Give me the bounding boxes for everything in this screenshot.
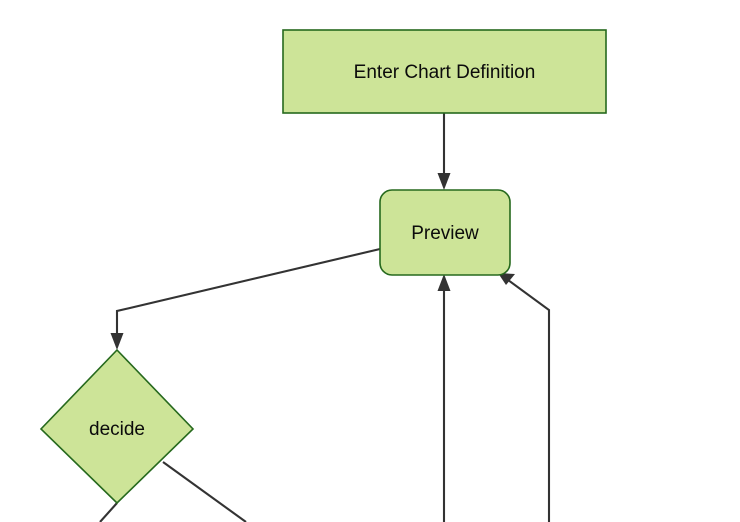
arrow-head-icon — [437, 274, 451, 291]
node-enter-chart-definition[interactable]: Enter Chart Definition — [282, 29, 607, 114]
arrow-head-icon — [498, 273, 515, 285]
edge-preview-to-decide — [110, 247, 381, 350]
node-diamond-shape[interactable] — [39, 348, 195, 505]
node-label-preview: Preview — [411, 223, 479, 244]
node-label-decide: decide — [89, 419, 145, 440]
node-preview[interactable]: Preview — [379, 189, 511, 276]
node-decide[interactable]: decide — [39, 348, 195, 505]
edge-line — [99, 502, 118, 522]
edge-line — [507, 279, 551, 522]
edge-decide-out-right — [162, 461, 247, 522]
arrow-head-icon — [110, 333, 124, 350]
node-rounded-rectangle-shape[interactable] — [379, 189, 511, 276]
edge-enter-to-preview — [437, 113, 451, 190]
arrow-head-icon — [437, 173, 451, 190]
edge-return-right-to-preview — [498, 273, 551, 522]
node-rectangle-shape[interactable] — [282, 29, 607, 114]
edge-decide-out-left — [99, 502, 118, 522]
edge-line — [115, 247, 381, 340]
edge-line — [162, 461, 247, 522]
edge-return-center-to-preview — [437, 274, 451, 522]
node-label-enter-chart-definition: Enter Chart Definition — [354, 62, 536, 83]
